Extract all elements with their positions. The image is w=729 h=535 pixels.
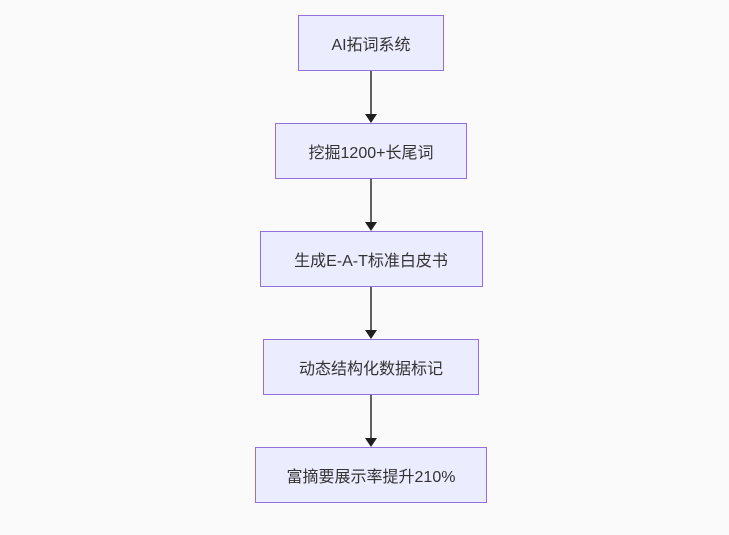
flow-node-structured-data-markup: 动态结构化数据标记 <box>263 339 479 395</box>
arrow-line <box>370 287 372 331</box>
arrow-down-connector <box>364 71 378 123</box>
arrow-down-connector <box>364 287 378 339</box>
node-label: 富摘要展示率提升210% <box>286 469 456 486</box>
node-label: AI拓词系统 <box>331 37 411 54</box>
flow-node-rich-snippet-rate: 富摘要展示率提升210% <box>255 447 487 503</box>
arrow-line <box>370 395 372 439</box>
arrowhead-icon <box>365 330 377 339</box>
arrowhead-icon <box>365 114 377 123</box>
arrow-down-connector <box>364 179 378 231</box>
arrow-line <box>370 71 372 115</box>
node-label: 动态结构化数据标记 <box>298 361 443 378</box>
node-label: 挖掘1200+长尾词 <box>308 145 434 162</box>
arrowhead-icon <box>365 222 377 231</box>
arrow-line <box>370 179 372 223</box>
flow-node-ai-word-expansion-system: AI拓词系统 <box>298 15 444 71</box>
arrowhead-icon <box>365 438 377 447</box>
node-label: 生成E-A-T标准白皮书 <box>294 253 448 270</box>
arrow-down-connector <box>364 395 378 447</box>
flow-column: AI拓词系统 挖掘1200+长尾词 生成E-A-T标准白皮书 动态结构化数据标记 <box>255 15 487 503</box>
flow-node-longtail-keywords: 挖掘1200+长尾词 <box>275 123 467 179</box>
flow-node-eat-whitepaper: 生成E-A-T标准白皮书 <box>259 231 483 287</box>
